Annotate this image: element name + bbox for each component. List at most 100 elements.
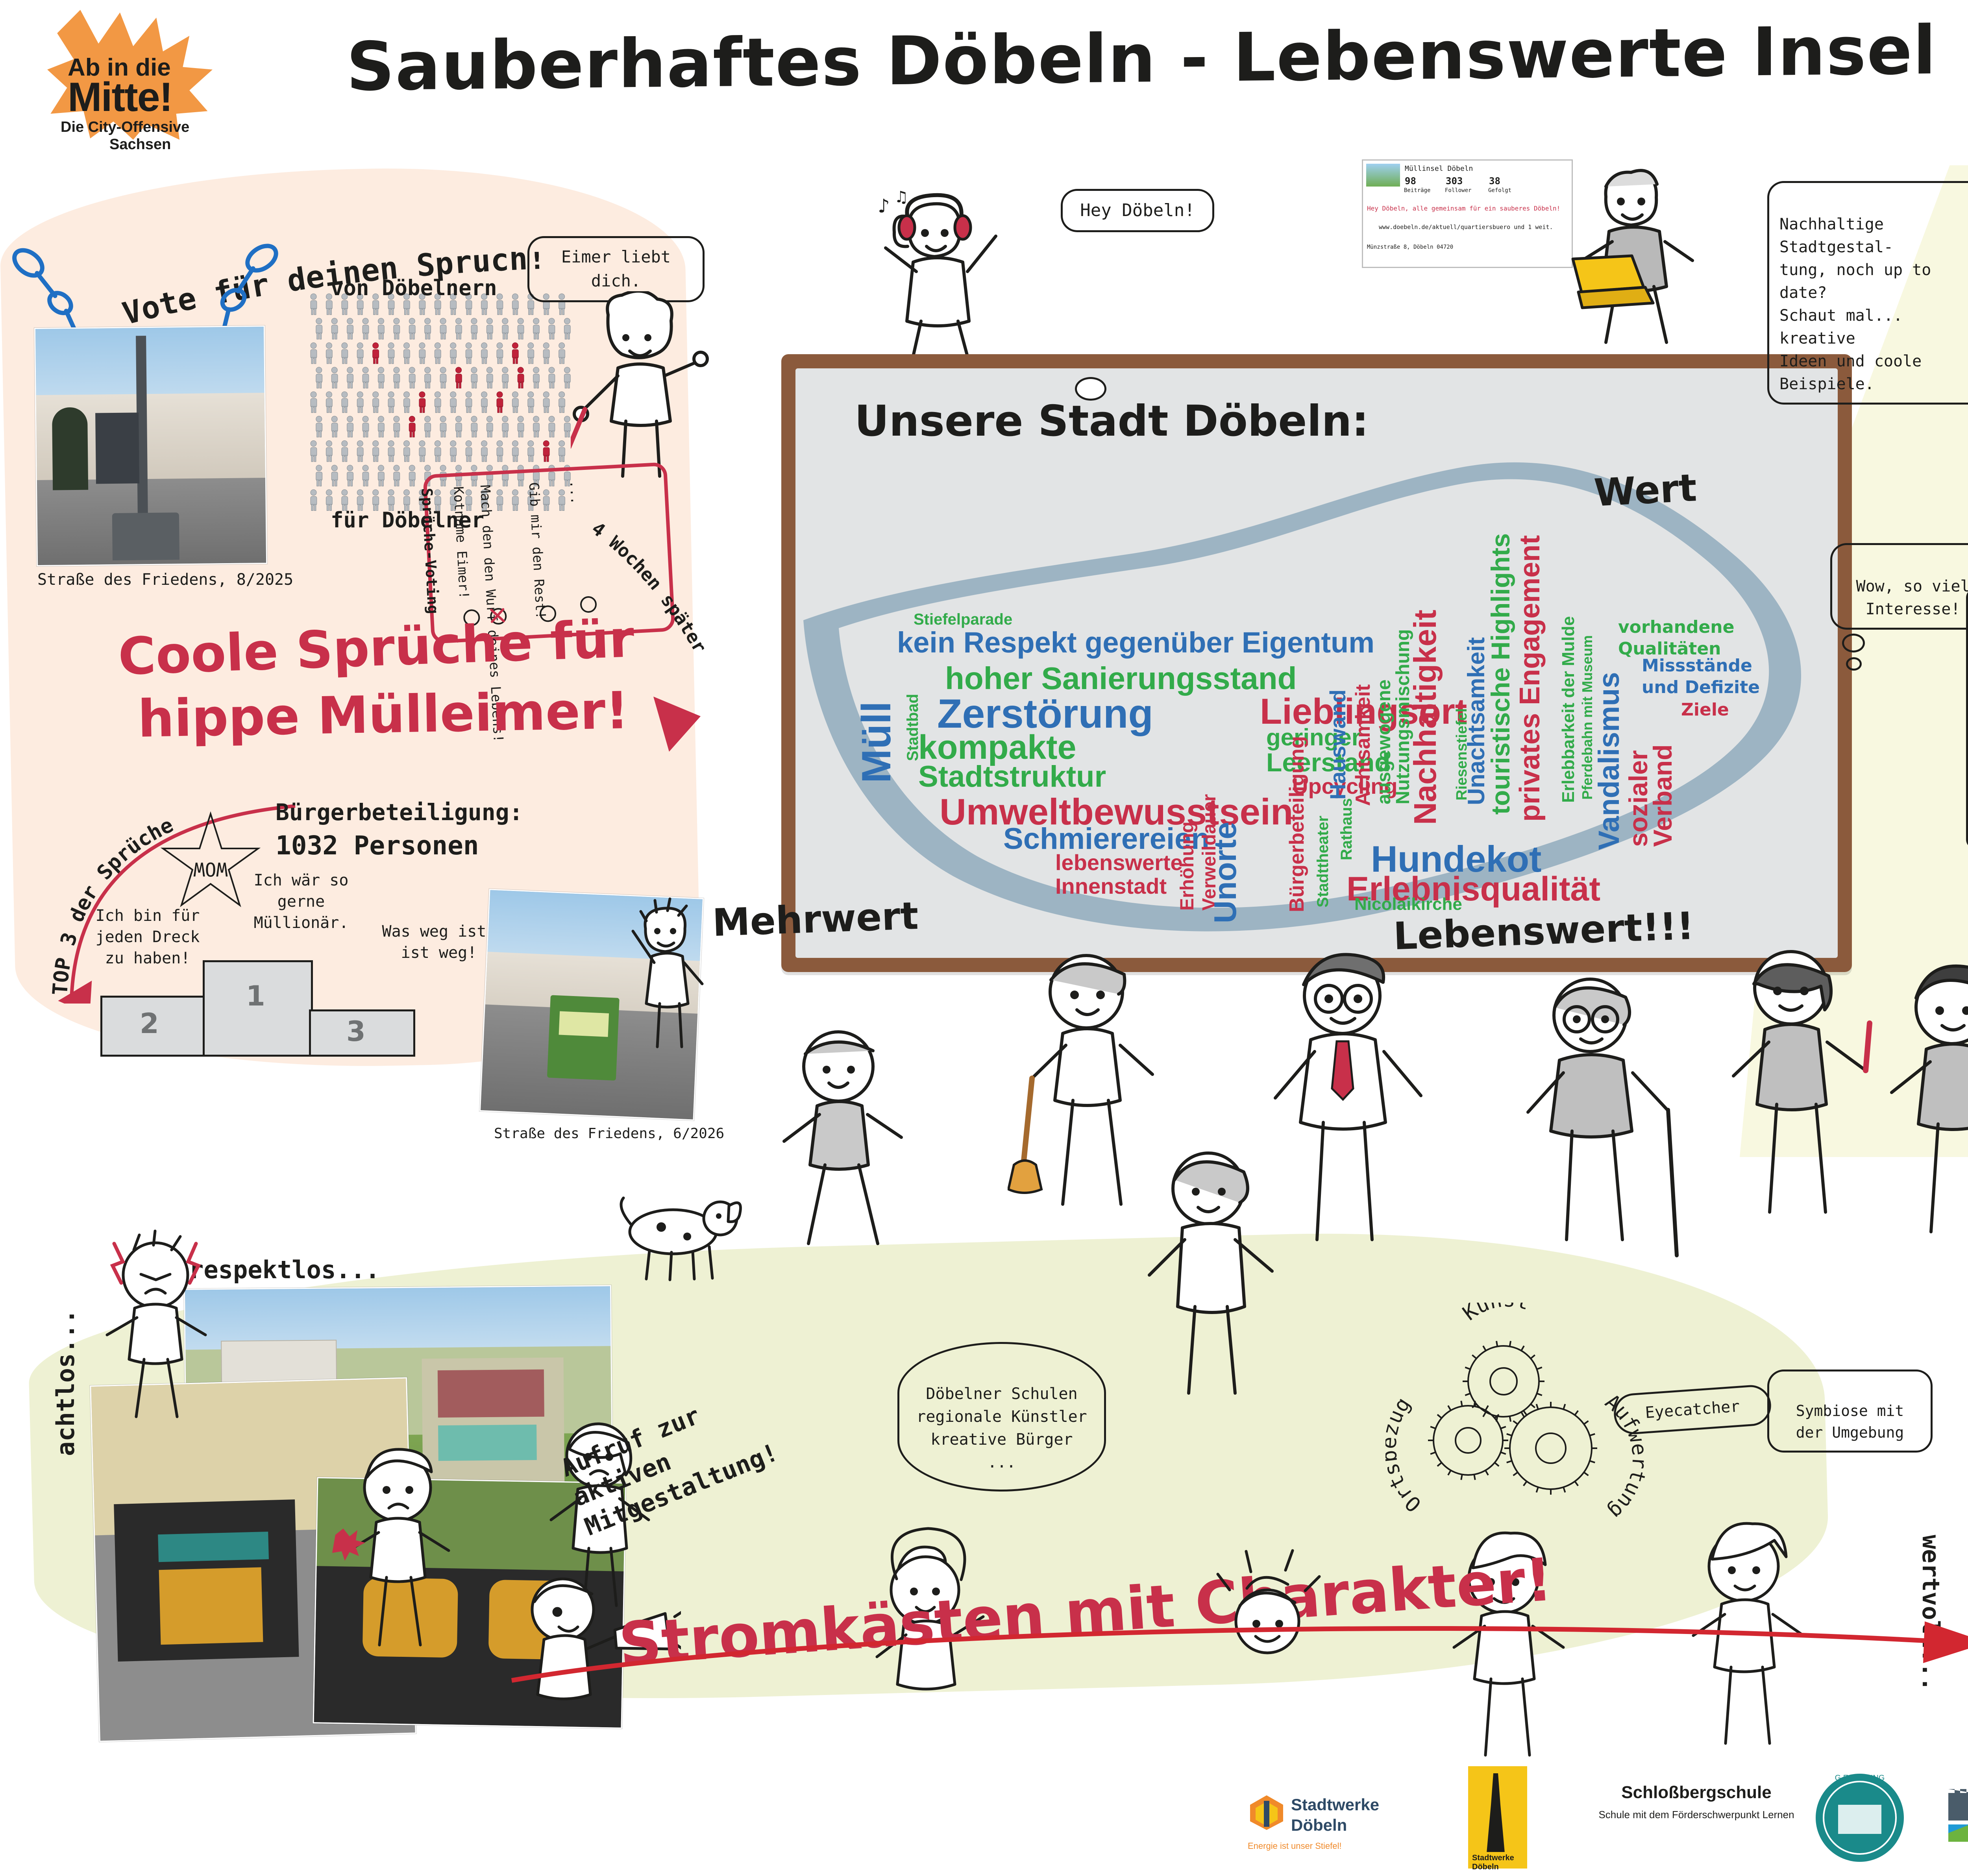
flyer-col-1: 303 — [1446, 176, 1463, 187]
figure-headphone-boy: ♪ ♫ — [862, 188, 1027, 409]
legend-item-2: Ziele — [1681, 700, 1729, 720]
figure-megaphone-girl — [516, 1452, 691, 1724]
campaign-logo: Ab in die Mitte! Die City-Offensive Sach… — [43, 8, 228, 153]
gear-label-kunst: Kunst — [1458, 1288, 1531, 1325]
wordcloud-word: privates Engagement — [1514, 535, 1546, 822]
photo-bin-street — [34, 325, 268, 567]
wordcloud-word: lebenswerte — [1055, 850, 1183, 875]
flyer-text-3: Münzstraße 8, Döbeln 04720 — [1367, 244, 1454, 250]
legend-item-1: Missstände und Defizite — [1642, 656, 1760, 697]
board-title: Unsere Stadt Döbeln: — [855, 397, 1369, 446]
wordcloud-word: Hauswand — [1325, 689, 1350, 800]
bubble-nachhaltige-stadtgestaltung: Nachhaltige Stadtgestal- tung, noch up t… — [1767, 181, 1968, 405]
figure-man-suit — [1252, 948, 1437, 1303]
wordcloud-word: Nachhaltigkeit — [1408, 610, 1443, 825]
figure-right-grandma — [1960, 598, 1968, 952]
thought-dot-2 — [1846, 657, 1862, 671]
wordcloud-word: Zerstörung — [937, 691, 1153, 737]
figure-girl-brush — [1712, 941, 1877, 1279]
podium-block-1 — [203, 960, 313, 1057]
flyer-col-0: 98 — [1405, 176, 1416, 187]
svg-text:♫: ♫ — [894, 189, 908, 206]
figure-girl-dustpan — [1134, 1141, 1291, 1432]
wordcloud-word: Leerstand — [1266, 748, 1391, 777]
logo-line-1: Ab in die — [68, 54, 171, 81]
flyer-col-label-2: Gefolgt — [1488, 187, 1512, 194]
flyer-text-1: Hey Döbeln, alle gemeinsam für ein saube… — [1367, 205, 1561, 212]
bubble-wow-interesse: Wow, so viel Interesse! — [1830, 543, 1968, 630]
svg-text:Kunst: Kunst — [1458, 1303, 1531, 1325]
wordcloud-word: Stadttheater — [1314, 815, 1332, 908]
label-mehrwert: Mehrwert — [712, 893, 919, 945]
wordcloud-word: Bürgerbeteiligung — [1285, 736, 1308, 912]
wordcloud-word: Rathaus — [1338, 798, 1355, 860]
figure-bottom-girl-idea — [1665, 1492, 1822, 1775]
dog-icon — [620, 1196, 742, 1281]
wordcloud-word: Verband — [1648, 744, 1677, 847]
figure-bottom-girl-ponytail — [846, 1432, 1004, 1704]
wordcloud-word: Stiefelparade — [914, 611, 1013, 628]
wordcloud-word: sozialer — [1624, 750, 1653, 847]
podium-quote-2: Ich bin für jeden Dreck zu haben! — [95, 907, 200, 967]
wordcloud-word: Unachtsamkeit — [1463, 637, 1489, 805]
podium-number-2: 2 — [140, 1007, 159, 1040]
bubble-doebelner-schulen: Döbelner Schulen regionale Künstler krea… — [897, 1342, 1106, 1492]
figure-boy-watering — [1874, 960, 1968, 1307]
flyer-card[interactable]: Müllinsel Döbeln 98 303 38 Beiträge Foll… — [1362, 159, 1573, 268]
lightbulb-face-icon — [1216, 1549, 1321, 1654]
board-pin-top — [1075, 377, 1106, 401]
island-map-shape — [803, 462, 1802, 932]
figure-right-boy-1 — [1964, 272, 1968, 579]
svg-text:G.E.LESSING: G.E.LESSING — [1835, 1774, 1885, 1782]
podium-block-3 — [309, 1009, 415, 1057]
vote-heading: Vote für deinen Spruch! — [118, 240, 590, 332]
figure-angry-kid — [91, 1228, 220, 1440]
podium-quote-1: Ich wär so gerne Müllionär. — [253, 871, 349, 932]
bubble-hey-doebeln: Hey Döbeln! — [1061, 189, 1214, 232]
wordcloud-word: Unorte — [1208, 822, 1243, 923]
figure-girl-sad-right — [535, 1409, 661, 1641]
wow-star-badge: WOW — [160, 811, 261, 908]
flyer-col-label-0: Beiträge — [1404, 187, 1431, 194]
svg-text:Ortsbezug: Ortsbezug — [1385, 1393, 1426, 1516]
partner-logo-2: Schloßbergschule Schule mit dem Fördersc… — [1598, 1783, 1794, 1821]
logo-line-2: Mitte! — [68, 74, 173, 120]
logo-line-3: Die City-Offensive — [61, 119, 190, 135]
label-respektlos: respektlos... — [189, 1255, 380, 1284]
wordcloud-word: hoher Sanierungsstand — [945, 661, 1297, 696]
wordcloud-word: Lieblingsort — [1260, 691, 1467, 732]
wordcloud-word: Hundekot — [1371, 838, 1542, 880]
bubble-symbiose: Symbiose mit der Umgebung — [1767, 1370, 1933, 1453]
weeks-later-label: 4 Wochen später — [579, 518, 744, 689]
wordcloud-word: Erlebbarkeit der Mulde — [1559, 616, 1578, 803]
voting-radio-1-selected[interactable] — [490, 607, 507, 625]
participation-label: Bürgerbeteiligung: — [276, 799, 523, 826]
participation-count: 1032 Personen — [276, 830, 479, 861]
logo-line-4: Sachsen — [109, 136, 171, 153]
partner-logo-1: Stadtwerke Döbeln — [1468, 1766, 1527, 1871]
figure-old-man-cane — [1507, 964, 1692, 1310]
voting-card[interactable]: Sprüche-Voting Kotname Eimer! Mach den d… — [418, 462, 675, 743]
red-connector-line — [511, 1621, 1968, 1683]
page-title: Sauberhaftes Döbeln - Lebenswerte Insel — [346, 11, 1937, 106]
wordcloud-word: touristische Highlights — [1486, 533, 1515, 815]
wordcloud-word: Upcycling — [1292, 774, 1398, 798]
podium-number-1: 1 — [246, 980, 265, 1012]
crowd-for-label: für Döbelner — [331, 508, 485, 532]
wordcloud-word: Erlebnisqualität — [1347, 870, 1601, 908]
wordcloud-word: Stadtstruktur — [918, 760, 1106, 793]
wordcloud-word: geringer — [1266, 724, 1361, 750]
figure-boy-broom — [1007, 944, 1173, 1283]
flyer-col-2: 38 — [1489, 176, 1500, 187]
flyer-col-label-1: Follower — [1445, 187, 1472, 194]
figure-boy-pen — [567, 289, 712, 496]
label-achtlos: achtlos... — [51, 1309, 80, 1456]
wow-star-text: WOW — [194, 858, 228, 880]
wordcloud-word: kompakte — [918, 728, 1076, 766]
podium-number-3: 3 — [346, 1015, 366, 1048]
wordcloud-word: kein Respekt gegenüber Eigentum — [897, 626, 1375, 659]
